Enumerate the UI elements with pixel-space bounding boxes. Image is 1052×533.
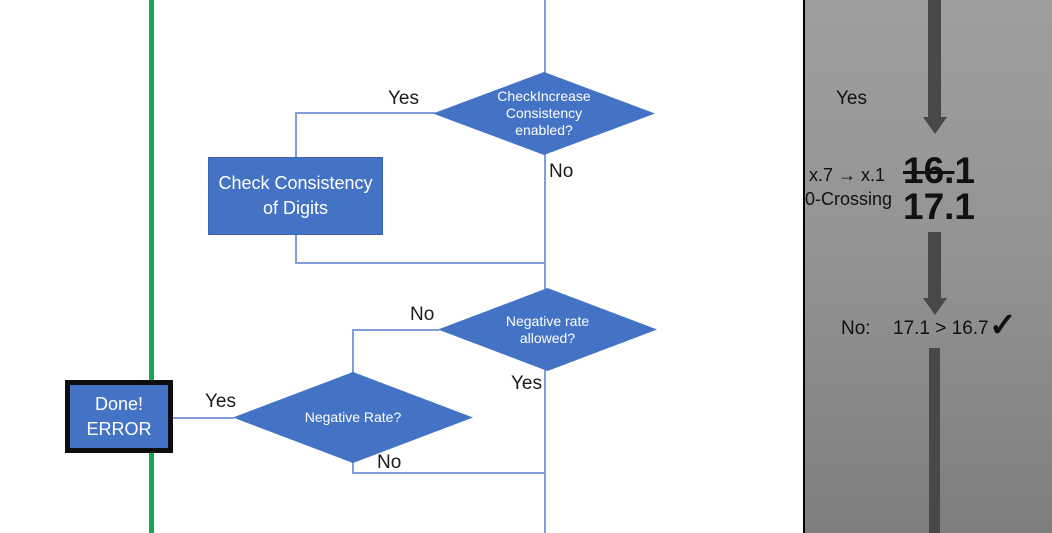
decision-checkincrease-text: CheckIncrease Consistency enabled? — [497, 88, 591, 138]
check-icon: ✓ — [989, 306, 1017, 343]
process-text-line2: of Digits — [262, 198, 329, 218]
done-text-line2: ERROR — [86, 418, 152, 439]
label-yes-decision1: Yes — [388, 88, 419, 109]
green-timeline-line — [149, 0, 154, 533]
decision-negative-rate[interactable]: Negative Rate? — [233, 372, 473, 463]
connector-decision1-to-decision2 — [544, 154, 546, 289]
connector-no2-horizontal — [353, 329, 439, 331]
connector-yes1-horizontal — [295, 112, 435, 114]
side-annotation-panel: Yes x.7 → x.1 0-Crossing 16.1 17.1 No: 1… — [803, 0, 1052, 533]
decision-checkincrease-consistency[interactable]: CheckIncrease Consistency enabled? — [433, 72, 655, 155]
label-no-decision2: No — [410, 304, 435, 325]
connector-no3-vertical — [352, 462, 354, 474]
old-value-struck: 16. — [903, 150, 955, 191]
zero-crossing-note: x.7 → x.1 0-Crossing — [805, 163, 893, 211]
old-value-rest: 1 — [954, 150, 976, 191]
connector-process-return — [295, 262, 546, 264]
process-text-line1: Check Consistency — [218, 173, 373, 193]
down-arrow-1-icon — [923, 117, 947, 134]
note-line2: 0-Crossing — [805, 189, 893, 209]
down-arrow-2-shaft — [928, 232, 941, 299]
connector-process-down — [295, 234, 297, 264]
connector-no2-vertical — [352, 329, 354, 373]
label-no-decision3: No — [377, 452, 402, 473]
new-value-number: 17.1 — [903, 186, 976, 227]
label-yes-decision3: Yes — [205, 391, 236, 412]
result-no-label: No: — [841, 318, 871, 339]
down-arrow-1-shaft — [928, 0, 941, 118]
done-text-line1: Done! — [94, 393, 144, 414]
decision-negative-rate-allowed[interactable]: Negative rate allowed? — [438, 288, 657, 371]
old-value-number: 16.1 — [903, 150, 976, 191]
connector-yes1-vertical — [295, 112, 297, 158]
decision-negative-rate-allowed-text: Negative rate allowed? — [505, 312, 590, 346]
panel-yes-label: Yes — [836, 88, 867, 109]
label-yes-decision2: Yes — [511, 373, 542, 394]
result-comparison: 17.1 > 16.7 — [893, 318, 989, 339]
decision-negative-rate-text: Negative Rate? — [304, 409, 402, 425]
connector-decision2-to-bottom — [544, 370, 546, 533]
down-arrow-3-shaft — [929, 348, 940, 533]
connector-yes3-to-done — [172, 417, 234, 419]
label-no-decision1: No — [549, 161, 574, 182]
connector-no3-horizontal — [352, 472, 546, 474]
process-check-consistency-box[interactable]: Check Consistency of Digits — [208, 157, 383, 235]
note-line1: x.7 → x.1 — [808, 165, 886, 185]
connector-top-vertical — [544, 0, 546, 73]
done-error-box[interactable]: Done! ERROR — [65, 380, 173, 453]
down-arrow-2-icon — [923, 298, 947, 315]
